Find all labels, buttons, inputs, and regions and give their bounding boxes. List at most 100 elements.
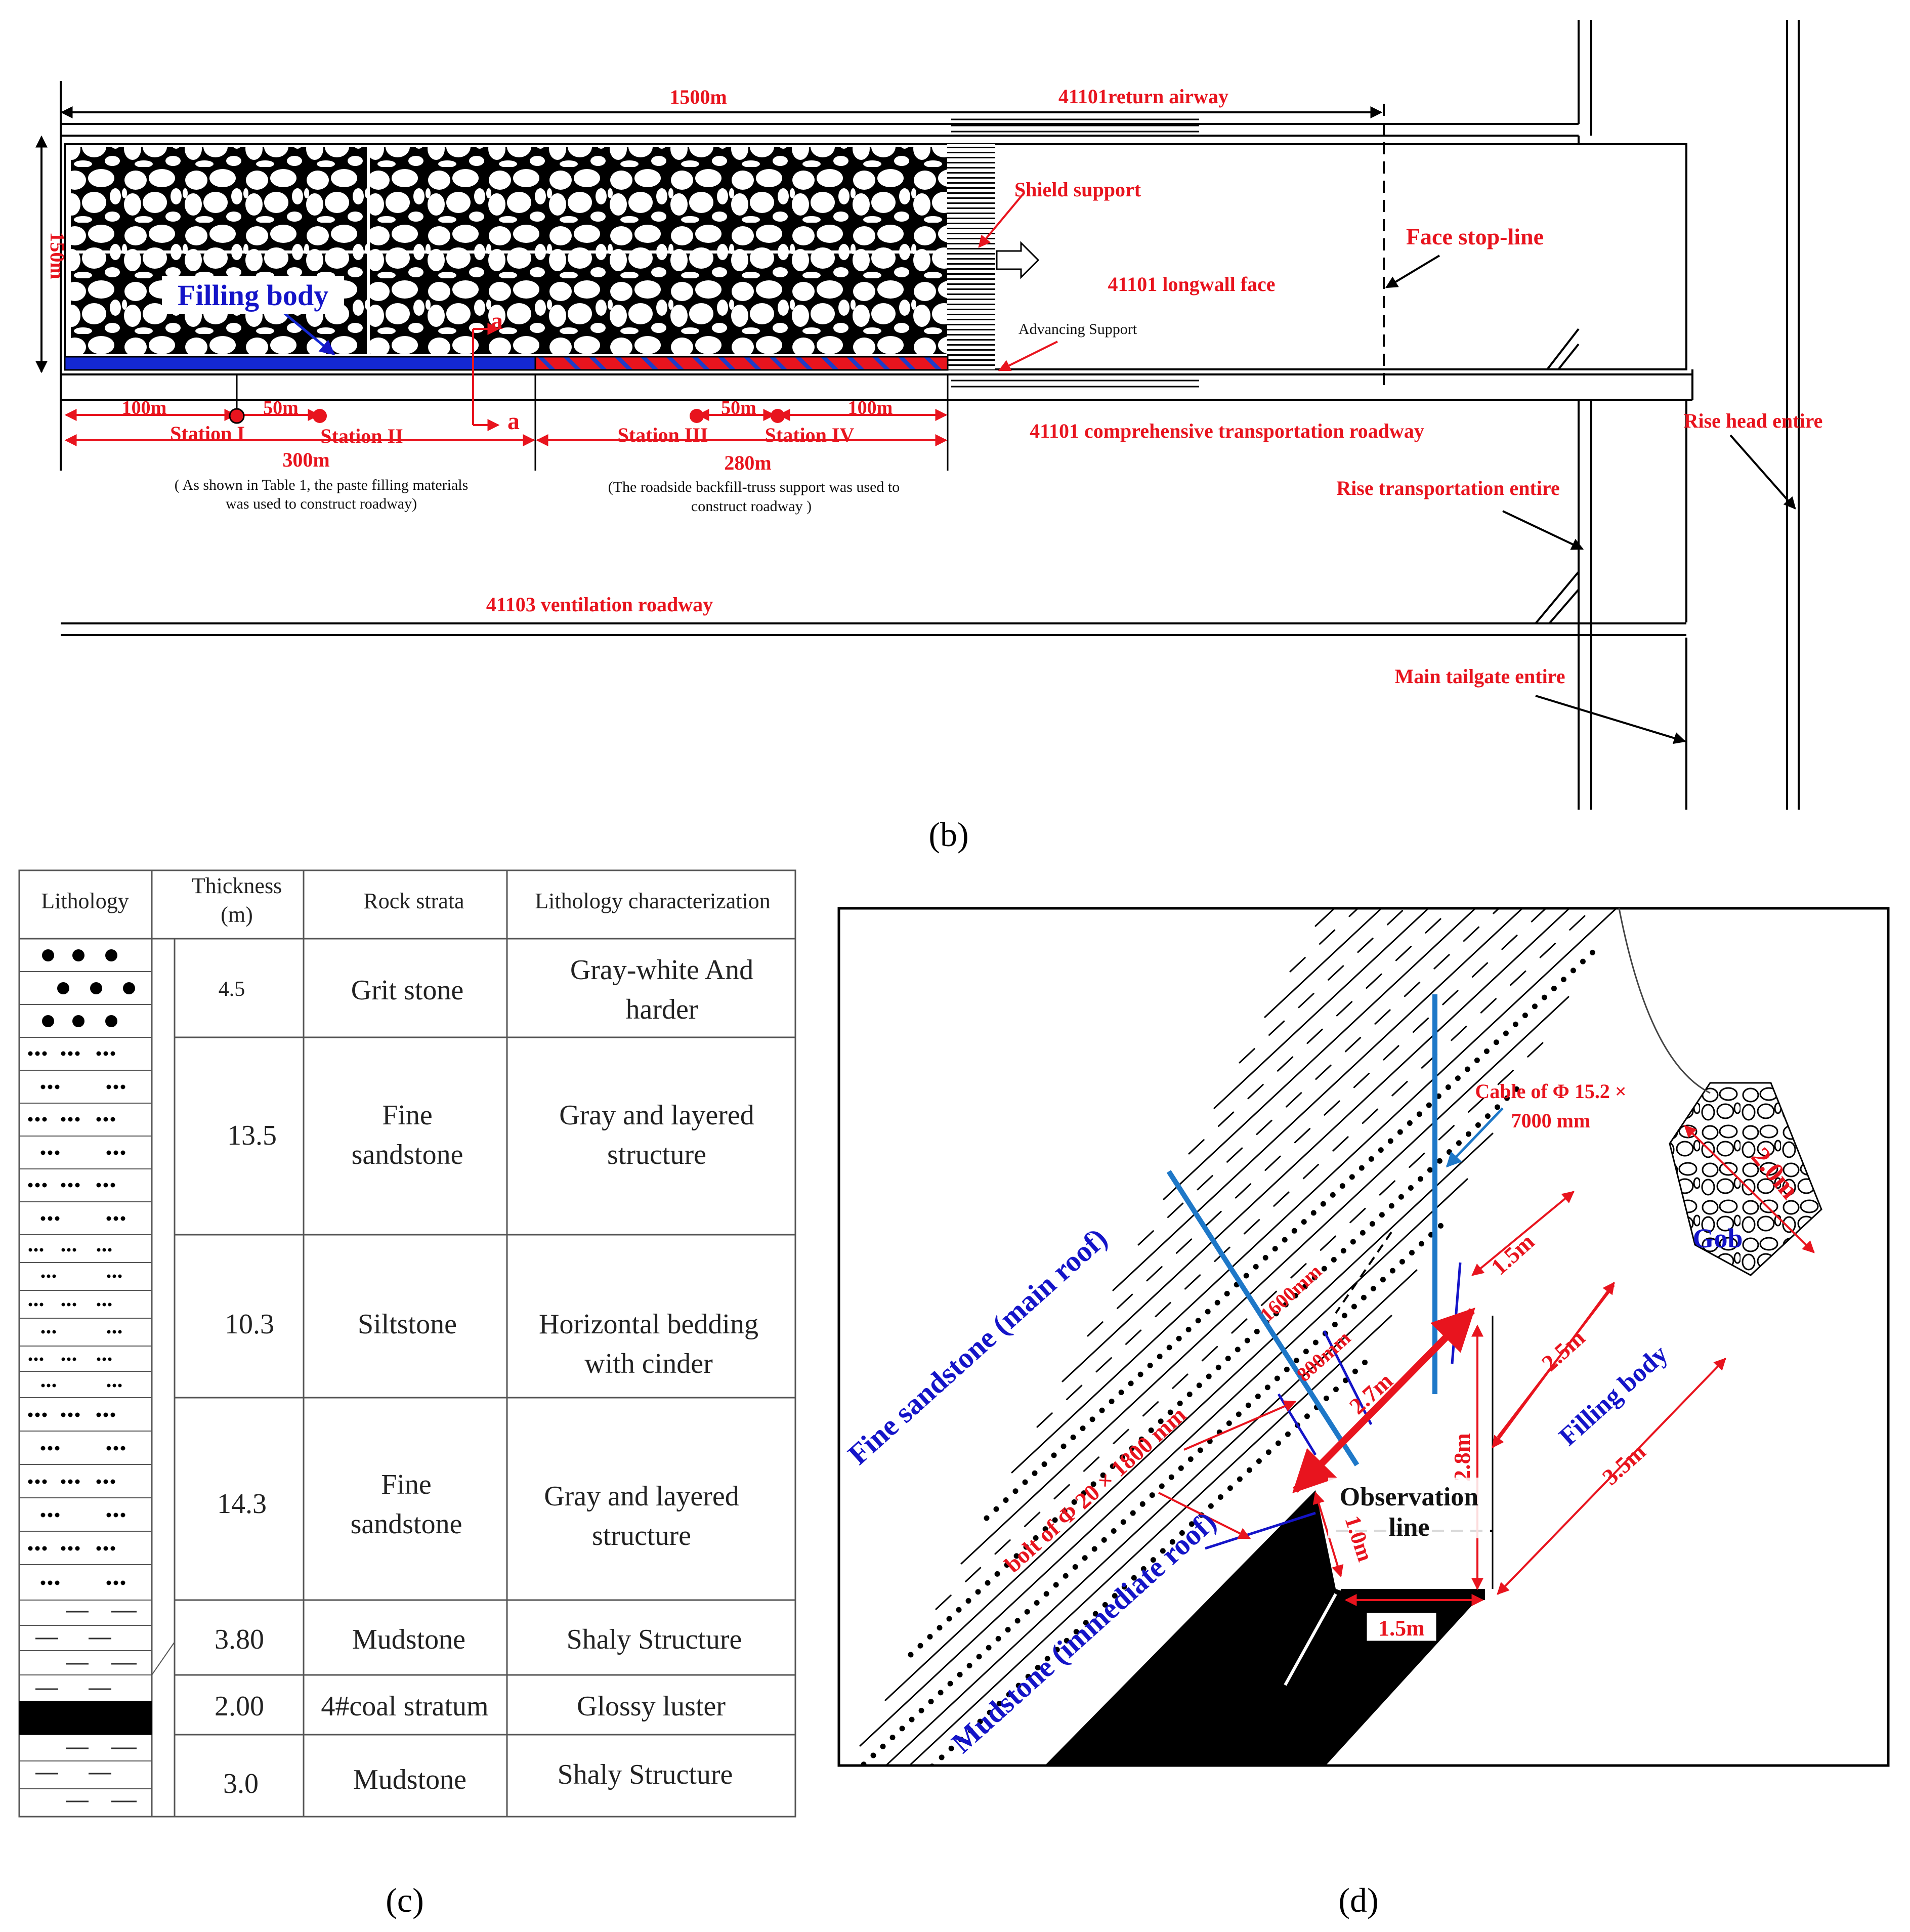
- lithology-dot: [68, 1183, 73, 1188]
- row5-strata: Mudstone: [352, 1624, 465, 1655]
- stratum-line: [1036, 908, 1594, 1428]
- lithology-dot: [72, 1248, 76, 1252]
- stratum-line: [1391, 223, 1910, 789]
- lithology-dot: [47, 1383, 51, 1388]
- row6-thickness: 2.00: [215, 1691, 264, 1722]
- lithology-dot: [61, 1546, 66, 1551]
- lithology-dot: [28, 1117, 33, 1122]
- lithology-dot: [68, 1479, 73, 1484]
- lithology-dot: [75, 1117, 80, 1122]
- lithology-dot: [120, 1513, 125, 1518]
- row2-char2: structure: [607, 1139, 706, 1170]
- row7-thickness: 3.0: [223, 1768, 259, 1799]
- caption-c: (c): [386, 1881, 423, 1919]
- lithology-dot: [106, 1580, 111, 1585]
- caption-b: (b): [928, 815, 968, 854]
- lithology-dot: [48, 1216, 53, 1221]
- lithology-dot: [103, 1117, 108, 1122]
- longwall-face-label: 41101 longwall face: [1108, 273, 1275, 296]
- row5-thickness: 3.80: [215, 1624, 264, 1655]
- lithology-dot: [113, 1150, 118, 1155]
- lithology-dot: [28, 1357, 32, 1361]
- lithology-dot: [106, 1150, 111, 1155]
- lithology-dot: [96, 1479, 101, 1484]
- lithology-dot: [113, 1513, 118, 1518]
- station-2: Station II: [320, 425, 403, 447]
- stratum-line: [1137, 908, 1500, 1246]
- lithology-dot: [40, 1580, 46, 1585]
- lithology-dot: [72, 1303, 76, 1307]
- row3-char2: with cinder: [584, 1348, 713, 1379]
- lithology-dot: [61, 1051, 66, 1056]
- lithology-dot: [118, 1383, 122, 1388]
- lithology-dot: [112, 1330, 116, 1334]
- stratum-line: [1264, 908, 1383, 1018]
- dim-300: 300m: [282, 448, 329, 471]
- filling-body-label-b: Filling body: [178, 279, 328, 312]
- lithology-dot: [42, 1412, 47, 1417]
- lithology-dot: [118, 1330, 122, 1334]
- lithology-dot: [96, 1183, 101, 1188]
- station-3: Station III: [618, 424, 708, 446]
- note-280-line2: construct roadway ): [691, 498, 812, 515]
- header-rock-strata: Rock strata: [363, 889, 464, 913]
- lithology-dot: [108, 1357, 112, 1361]
- header-thickness-unit: (m): [221, 902, 253, 927]
- stratum-line: [1213, 908, 1430, 1109]
- lithology-dot: [55, 1084, 60, 1089]
- lithology-dot: [55, 1150, 60, 1155]
- lithology-dot: [96, 1412, 101, 1417]
- lithology-dot: [97, 1357, 101, 1361]
- lithology-dot: [110, 1183, 115, 1188]
- lithology-dot: [120, 1150, 125, 1155]
- lithology-dot: [113, 1446, 118, 1451]
- row1-char1: Gray-white And: [570, 954, 753, 986]
- lithology-dot: [97, 1248, 101, 1252]
- lithology-dot: [72, 1357, 76, 1361]
- dim-2-8: 2.8m: [1449, 1433, 1475, 1482]
- lithology-dot: [106, 1084, 111, 1089]
- panel-b-plan: 1500m 41101return airway 150m Shield sup…: [35, 20, 1822, 854]
- lithology-dot: [108, 1303, 112, 1307]
- lithology-dot: [106, 1513, 111, 1518]
- transport-roadway-label: 41101 comprehensive transportation roadw…: [1030, 419, 1424, 442]
- lithology-dot: [40, 1513, 46, 1518]
- row2-char1: Gray and layered: [559, 1100, 754, 1131]
- lithology-dot: [40, 1150, 46, 1155]
- lithology-dot: [68, 1546, 73, 1551]
- row6-char: Glossy luster: [577, 1691, 726, 1722]
- lithology-dot: [61, 1357, 65, 1361]
- lithology-dot: [110, 1546, 115, 1551]
- stratum-line: [1062, 908, 1571, 1382]
- ventilation-roadway-label: 41103 ventilation roadway: [486, 593, 713, 616]
- row2-thickness: 13.5: [227, 1120, 277, 1151]
- lithology-dot: [35, 1183, 40, 1188]
- lithology-dot: [52, 1330, 56, 1334]
- face-stop-line-label: Face stop-line: [1406, 224, 1544, 249]
- lithology-dot: [113, 1084, 118, 1089]
- lithology-dot: [35, 1546, 40, 1551]
- note-300-line2: was used to construct roadway): [226, 495, 417, 512]
- lithology-dot: [68, 1117, 73, 1122]
- lithology-dot: [68, 1412, 73, 1417]
- header-thickness: Thickness: [192, 873, 282, 898]
- lithology-dot: [28, 1546, 33, 1551]
- lithology-dot: [52, 1274, 56, 1278]
- lithology-dot: [52, 1383, 56, 1388]
- row2-strata2: sandstone: [352, 1139, 463, 1170]
- lithology-dot: [28, 1303, 32, 1307]
- stratum-line: [1417, 177, 1910, 744]
- dim-150: 150m: [46, 232, 69, 279]
- lithology-dot: [35, 1479, 40, 1484]
- row3-thickness: 10.3: [225, 1309, 274, 1340]
- lithology-dot: [28, 1479, 33, 1484]
- lithology-dot: [34, 1357, 38, 1361]
- lithology-dot: [103, 1183, 108, 1188]
- row4-char1: Gray and layered: [544, 1481, 739, 1512]
- lithology-dot: [28, 1412, 33, 1417]
- stratum-line: [859, 1178, 1468, 1747]
- rise-transport-label: Rise transportation entire: [1336, 477, 1559, 499]
- lithology-dot: [41, 1330, 45, 1334]
